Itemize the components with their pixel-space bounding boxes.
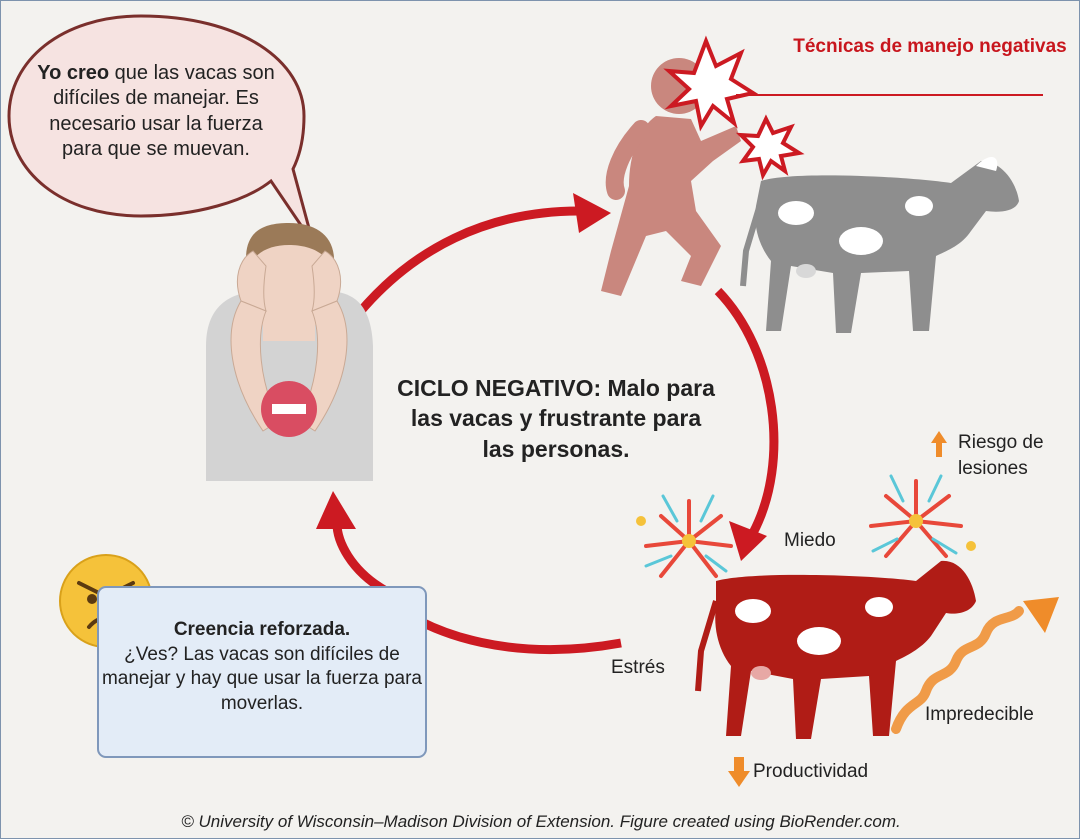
belief-box: [97, 586, 427, 758]
cycle-arrowhead-top: [573, 193, 611, 233]
belief-body: ¿Ves? Las vacas son difíciles de manejar…: [101, 643, 422, 715]
cycle-arrowhead-right: [729, 521, 767, 561]
firework-left-icon: [636, 494, 733, 578]
impact-burst-large-icon: [663, 35, 759, 132]
label-unpredictable: Impredecible: [925, 704, 1034, 725]
speech-body: que las vacas son difíciles de manejar. …: [49, 62, 275, 161]
techniques-title: Técnicas de manejo negativas: [793, 36, 1067, 57]
cycle-arrowhead-left: [316, 491, 356, 529]
label-injury-risk: Riesgo de lesiones: [958, 432, 1044, 479]
label-stress: Estrés: [611, 657, 665, 678]
cycle-arrow-top: [347, 206, 580, 326]
unpredictable-arrowhead-icon: [1023, 597, 1059, 633]
belief-title: Creencia reforzada.: [173, 619, 351, 640]
cycle-arrow-right: [714, 287, 779, 536]
red-cow-figure: [695, 560, 976, 739]
cycle-label: CICLO NEGATIVO: Malo para las vacas y fr…: [397, 375, 715, 462]
gray-cow-figure: [740, 156, 1019, 333]
firework-right-icon: [869, 474, 976, 558]
productivity-down-arrow-icon: [728, 757, 750, 787]
label-productivity: Productividad: [753, 761, 869, 782]
speech-bubble-text: Yo creo que las vacas son difíciles de m…: [31, 61, 281, 163]
speech-bold-lead: Yo creo: [37, 62, 110, 84]
unpredictable-wavy-arrow-icon: [891, 606, 1024, 734]
impact-burst-small-icon: [735, 114, 805, 181]
frustrated-person-figure: [206, 223, 373, 481]
speech-bubble: [7, 14, 315, 244]
belief-box-text: Creencia reforzada. ¿Ves? Las vacas son …: [101, 618, 423, 717]
label-fear: Miedo: [784, 530, 836, 551]
cycle-arrow-left: [332, 520, 389, 595]
copyright-footer: © University of Wisconsin–Madison Divisi…: [181, 812, 901, 831]
injury-risk-up-arrow-icon: [931, 431, 947, 457]
